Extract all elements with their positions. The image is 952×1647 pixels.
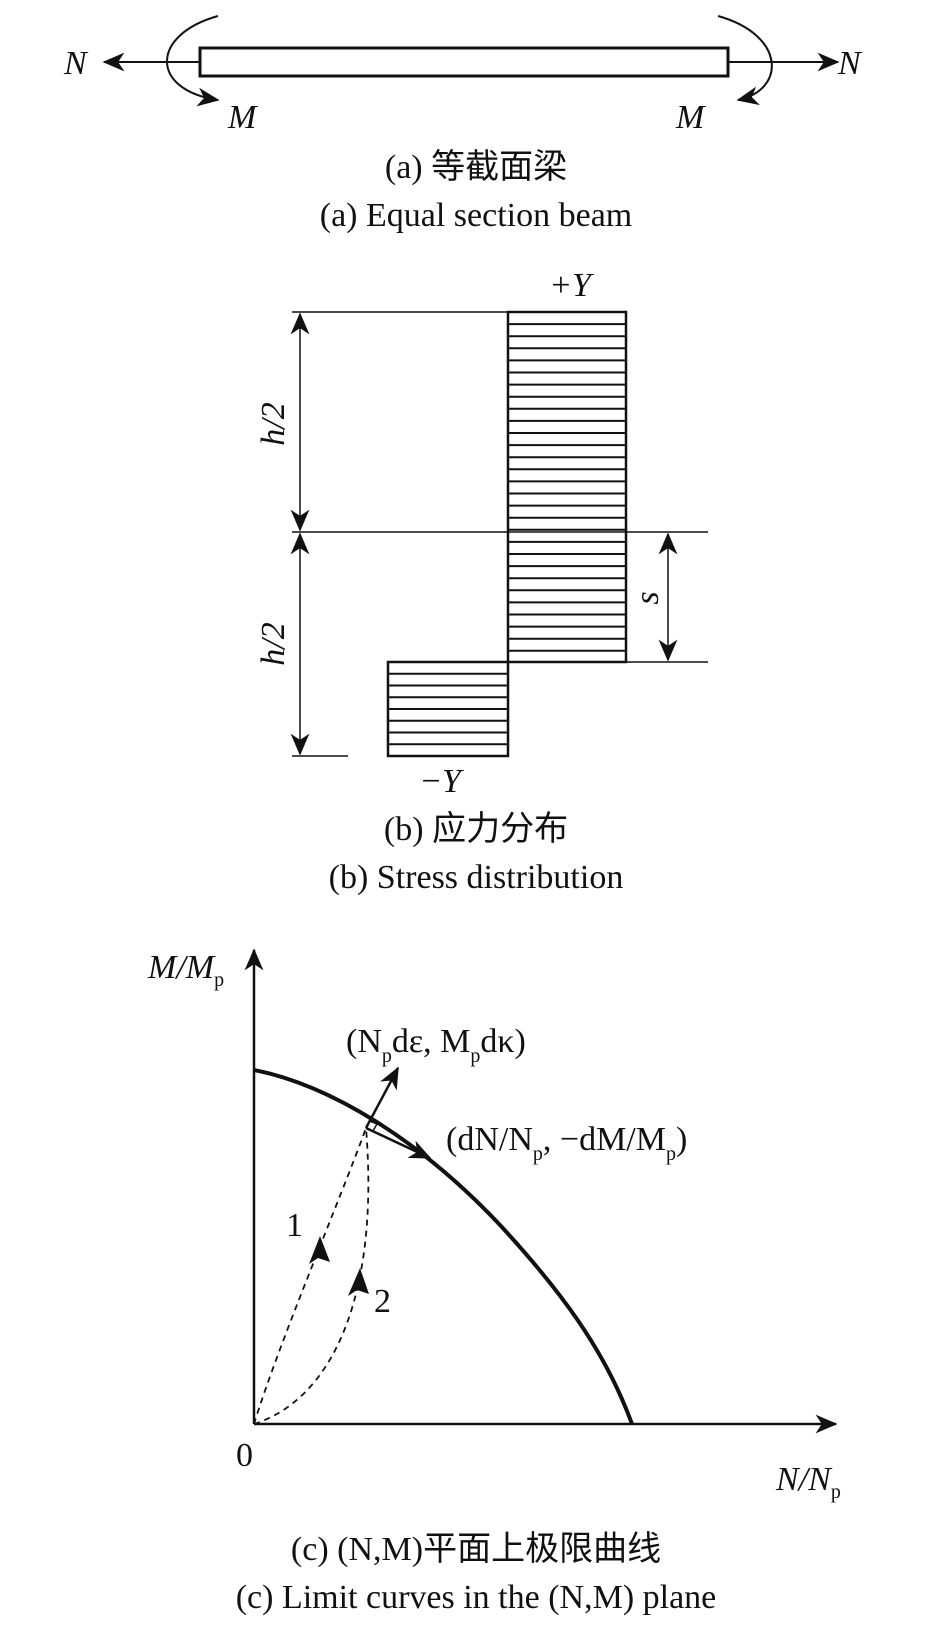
normal-vector-arrow: [364, 1066, 400, 1129]
caption-a-en: (a) Equal section beam: [320, 197, 632, 234]
x-axis-label-sub: p: [831, 1481, 841, 1503]
label-h-half-bottom: h/2: [255, 622, 292, 665]
y-axis-label-main: M/M: [147, 949, 216, 986]
tangent-label-part3: ): [676, 1121, 687, 1158]
tangent-vector-label: (dN/Np, −dM/Mp): [446, 1121, 687, 1165]
normal-label-sub2: p: [470, 1045, 480, 1067]
tangent-label-part2: , −dM/M: [543, 1121, 666, 1158]
normal-vector-label: (Npdε, Mpdκ): [346, 1023, 526, 1067]
left-moment-arc: [166, 15, 220, 107]
label-m-right: M: [675, 99, 706, 136]
label-minus-y: −Y: [419, 763, 464, 800]
right-angle-mark: [369, 1120, 379, 1132]
positive-stress-block: [506, 310, 628, 664]
tangent-vector-arrow: [365, 1126, 432, 1160]
label-h-half-top: h/2: [255, 402, 292, 445]
panel-b-stress: h/2 h/2 s +Y −Y (b) 应力分布 (b) Stress dist…: [255, 267, 708, 896]
right-moment-arc: [717, 15, 773, 106]
panel-c-limit-curve: 1 2 0 M/Mp N/Np (Npdε, Mpdκ) (dN/Np, −dM…: [147, 948, 841, 1616]
normal-label-part3: dκ): [480, 1023, 525, 1060]
label-path-2: 2: [374, 1283, 391, 1320]
y-axis-label: M/Mp: [147, 949, 224, 991]
positive-stress-hatch: [508, 323, 626, 652]
caption-c-zh: (c) (N,M)平面上极限曲线: [291, 1530, 661, 1568]
normal-label-sub1: p: [382, 1045, 392, 1067]
label-path-1: 1: [286, 1207, 303, 1244]
path-2-arrowhead: [348, 1268, 369, 1296]
label-plus-y: +Y: [549, 267, 594, 304]
label-s: s: [629, 591, 666, 604]
negative-stress-hatch: [388, 672, 508, 746]
caption-b-en: (b) Stress distribution: [329, 859, 624, 896]
loading-path-1: [253, 1127, 367, 1425]
caption-a-zh: (a) 等截面梁: [385, 148, 567, 186]
beam-rect: [198, 46, 730, 78]
caption-c-en: (c) Limit curves in the (N,M) plane: [236, 1579, 717, 1616]
loading-path-2: [253, 1127, 370, 1425]
x-axis-label-main: N/N: [775, 1461, 833, 1498]
caption-b-zh: (b) 应力分布: [384, 810, 568, 848]
normal-label-part1: (N: [346, 1023, 382, 1060]
tangent-label-part1: (dN/N: [446, 1121, 533, 1158]
label-n-right: N: [837, 45, 863, 82]
path-1-arrowhead: [309, 1236, 330, 1264]
label-n-left: N: [63, 45, 89, 82]
label-origin: 0: [236, 1437, 253, 1474]
label-m-left: M: [227, 99, 258, 136]
tangent-label-sub2: p: [666, 1143, 676, 1165]
y-axis-label-sub: p: [214, 969, 224, 991]
normal-label-part2: dε, M: [392, 1023, 471, 1060]
x-axis-label: N/Np: [775, 1461, 841, 1503]
tangent-label-sub1: p: [533, 1143, 543, 1165]
panel-a-beam: N N M M (a) 等截面梁 (a) Equal section beam: [63, 15, 863, 234]
limit-curve: [253, 1068, 634, 1425]
